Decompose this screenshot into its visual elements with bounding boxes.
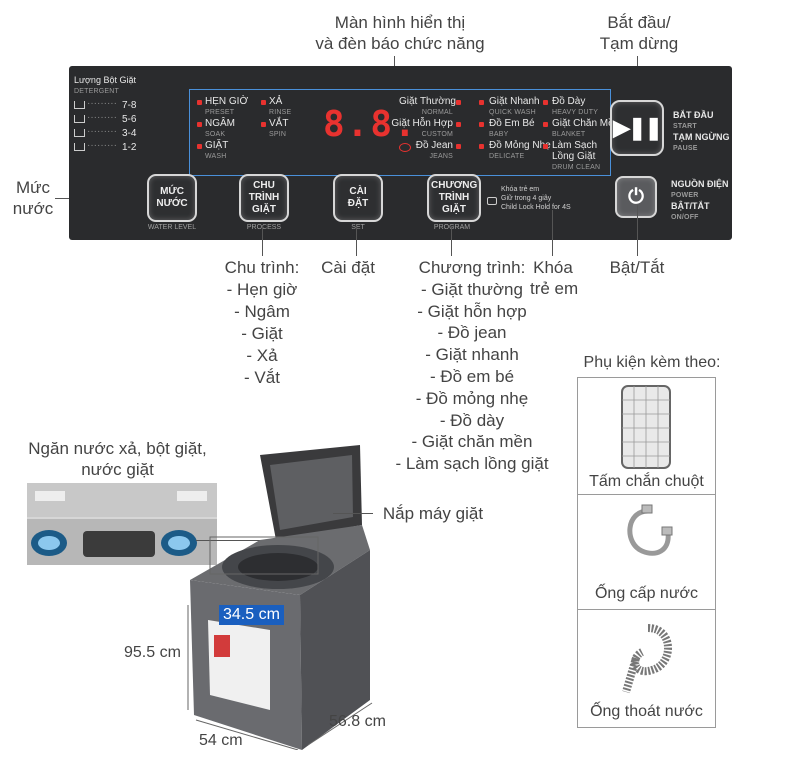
- detergent-subtitle: DETERGENT: [74, 88, 119, 95]
- jeans-icon: [399, 143, 411, 152]
- start-label: BẮT ĐẦU START TẠM NGỪNG PAUSE: [673, 110, 730, 152]
- led-indicator: [456, 122, 461, 127]
- led-indicator: [479, 122, 484, 127]
- water-level-callout: Mức nước: [12, 178, 54, 218]
- power-button[interactable]: ⏻: [615, 176, 657, 218]
- accessory-label: Ống cấp nước: [594, 585, 699, 602]
- start-pause-callout: Bắt đầu/ Tạm dừng: [599, 13, 679, 53]
- inlet-hose-image: [627, 504, 673, 556]
- detergent-title: Lượng Bột Giặt: [74, 75, 136, 85]
- accessory-label: Tấm chắn chuột: [589, 473, 704, 490]
- display-callout: Màn hình hiển thị và đèn báo chức năng: [315, 13, 485, 53]
- accessory-label: Ống thoát nước: [590, 703, 703, 720]
- lock-leader-line: [552, 210, 553, 256]
- accessory-rat-guard: Tấm chắn chuột: [577, 377, 716, 497]
- program-button[interactable]: CHƯƠNG TRÌNH GIẶT: [427, 174, 481, 222]
- power-icon: ⏻: [628, 186, 644, 208]
- detergent-row: ········· 3-4: [74, 126, 154, 140]
- led-indicator: [197, 122, 202, 127]
- program-sub: PROGRAM: [421, 224, 483, 231]
- process-sub: PROCESS: [246, 224, 282, 231]
- led-indicator: [197, 100, 202, 105]
- lid-callout: Nắp máy giặt: [382, 504, 484, 523]
- cup-icon: [74, 129, 85, 137]
- setting-callout: Cài đặt: [321, 258, 375, 277]
- child-lock-callout: Khóa trẻ em: [530, 258, 579, 298]
- set-sub: SET: [351, 224, 365, 231]
- cycle-leader-line: [262, 226, 263, 256]
- led-indicator: [261, 122, 266, 127]
- program-leader-line: [451, 226, 452, 256]
- dimension-height: 95.5 cm: [124, 644, 181, 661]
- program-callout: Chương trình: - Giặt thường - Giặt hỗn h…: [395, 258, 549, 474]
- set-button[interactable]: CÀI ĐẶT: [333, 174, 383, 222]
- detergent-drawer-image: [27, 483, 217, 565]
- start-pause-button[interactable]: ▶❚❚: [610, 100, 664, 156]
- dimension-width: 54 cm: [199, 732, 243, 749]
- set-leader-line: [356, 226, 357, 256]
- power-label: NGUỒN ĐIỆN POWER BẬT/TẮT ON/OFF: [671, 179, 729, 221]
- accessory-inlet-hose: Ống cấp nước: [577, 494, 716, 612]
- lid-leader-line: [333, 513, 373, 514]
- led-indicator: [479, 144, 484, 149]
- led-indicator: [543, 122, 548, 127]
- accessories-title: Phụ kiện kèm theo:: [583, 354, 721, 371]
- cup-icon: [74, 101, 85, 109]
- led-indicator: [197, 144, 202, 149]
- detergent-row: ········· 5-6: [74, 112, 154, 126]
- power-leader-line: [637, 205, 638, 256]
- power-callout: Bật/Tắt: [609, 258, 665, 277]
- rat-guard-image: [621, 385, 671, 469]
- child-lock-note: Khóa trẻ em Giữ trong 4 giây Child Lock …: [501, 186, 571, 211]
- led-indicator: [543, 144, 548, 149]
- digit-display: 8.8.: [323, 104, 418, 145]
- washing-machine-image: [187, 445, 373, 750]
- play-pause-icon: ▶❚❚: [613, 115, 663, 140]
- led-indicator: [479, 100, 484, 105]
- cup-icon: [74, 143, 85, 151]
- drawer-callout: Ngăn nước xả, bột giặt, nước giặt: [28, 439, 207, 479]
- led-indicator: [543, 100, 548, 105]
- dimension-depth: 56.8 cm: [329, 713, 386, 730]
- led-indicator: [456, 144, 461, 149]
- cycle-callout: Chu trình: - Hẹn giờ - Ngâm - Giặt - Xả …: [224, 258, 300, 387]
- dimension-top: 34.5 cm: [219, 605, 284, 625]
- led-indicator: [456, 100, 461, 105]
- detergent-row: ········· 7-8: [74, 98, 154, 112]
- led-indicator: [261, 100, 266, 105]
- water-level-sub: WATER LEVEL: [147, 224, 197, 231]
- drain-hose-image: [622, 624, 672, 694]
- control-panel: Lượng Bột Giặt DETERGENT ········· 7-8 ·…: [69, 66, 732, 240]
- water-level-button[interactable]: MỨC NƯỚC: [147, 174, 197, 222]
- lock-icon: [487, 197, 497, 205]
- detergent-row: ········· 1-2: [74, 140, 154, 154]
- accessory-drain-hose: Ống thoát nước: [577, 609, 716, 728]
- process-button[interactable]: CHU TRÌNH GIẶT: [239, 174, 289, 222]
- cup-icon: [74, 115, 85, 123]
- drawer-leader-line: [196, 540, 318, 541]
